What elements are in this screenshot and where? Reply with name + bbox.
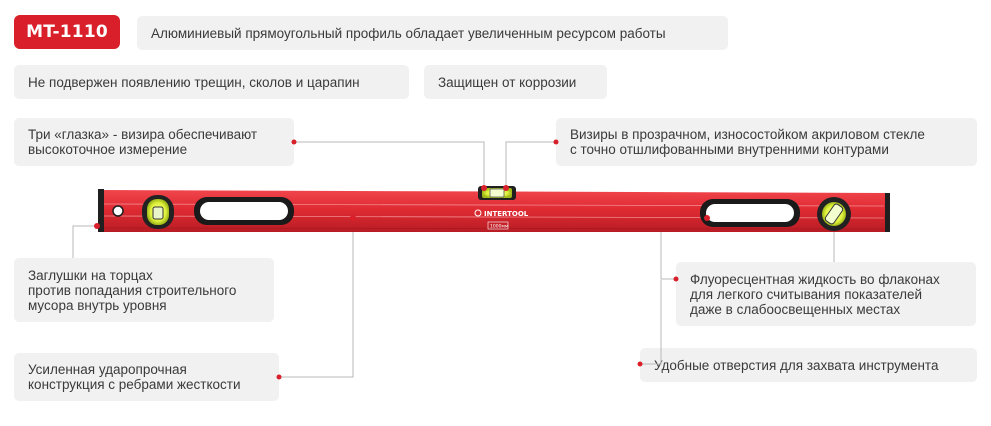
- feature-three-eyes: Три «глазка» - визира обеспечивают высок…: [14, 118, 294, 166]
- feature-fluorescent-text: Флуоресцентная жидкость во флаконах для …: [690, 271, 940, 317]
- feature-acrylic: Визиры в прозрачном, износостойком акрил…: [556, 118, 977, 166]
- marker-reinforced-box: [276, 374, 282, 380]
- feature-no-cracks: Не подвержен появлению трещин, сколов и …: [14, 65, 409, 99]
- marker-caps: [94, 223, 100, 229]
- feature-acrylic-text: Визиры в прозрачном, износостойком акрил…: [570, 127, 925, 157]
- model-badge: MT-1110: [14, 15, 120, 49]
- marker-handles: [704, 215, 710, 221]
- marker-reinforced: [350, 215, 356, 221]
- feature-fluorescent: Флуоресцентная жидкость во флаконах для …: [676, 262, 976, 326]
- feature-end-caps: Заглушки на торцах против попадания стро…: [14, 258, 274, 322]
- feature-end-caps-text: Заглушки на торцах против попадания стро…: [28, 267, 237, 313]
- marker-acrylic: [503, 185, 509, 191]
- feature-profile-text: Алюминиевый прямоугольный профиль облада…: [151, 25, 666, 41]
- marker-eyes: [481, 185, 487, 191]
- marker-handles-box: [637, 361, 643, 367]
- level-body: INTERTOOL 1000мм: [98, 186, 890, 232]
- feature-three-eyes-text: Три «глазка» - визира обеспечивают высок…: [28, 127, 258, 157]
- feature-reinforced-text: Усиленная ударопрочная конструкция с реб…: [28, 362, 241, 392]
- marker-acrylic-box: [553, 139, 559, 145]
- hanging-hole: [112, 205, 124, 217]
- feature-reinforced: Усиленная ударопрочная конструкция с реб…: [14, 353, 279, 401]
- callout-line-reinforced: [279, 218, 354, 378]
- feature-corrosion: Защищен от коррозии: [424, 65, 607, 99]
- brand-name: INTERTOOL: [484, 210, 529, 218]
- feature-profile: Алюминиевый прямоугольный профиль облада…: [137, 16, 728, 50]
- length-label: 1000мм: [490, 224, 508, 230]
- brand-logo-icon: [474, 209, 482, 217]
- level-profile: [100, 190, 888, 232]
- end-cap-left: [98, 189, 104, 232]
- marker-eyes-box: [291, 139, 297, 145]
- callout-lines: [72, 141, 835, 378]
- feature-handles-text: Удобные отверстия для захвата инструмент…: [654, 357, 939, 373]
- callout-line-caps: [72, 225, 97, 258]
- feature-no-cracks-text: Не подвержен появлению трещин, сколов и …: [28, 74, 360, 90]
- callout-line-eyes: [294, 141, 485, 188]
- callout-line-handles: [640, 280, 662, 365]
- marker-fluorescent-box: [673, 276, 679, 282]
- feature-corrosion-text: Защищен от коррозии: [438, 74, 577, 90]
- callout-markers: [94, 139, 710, 380]
- callout-line-acrylic: [505, 141, 556, 188]
- feature-handles: Удобные отверстия для захвата инструмент…: [640, 348, 977, 382]
- end-cap-right: [885, 193, 890, 232]
